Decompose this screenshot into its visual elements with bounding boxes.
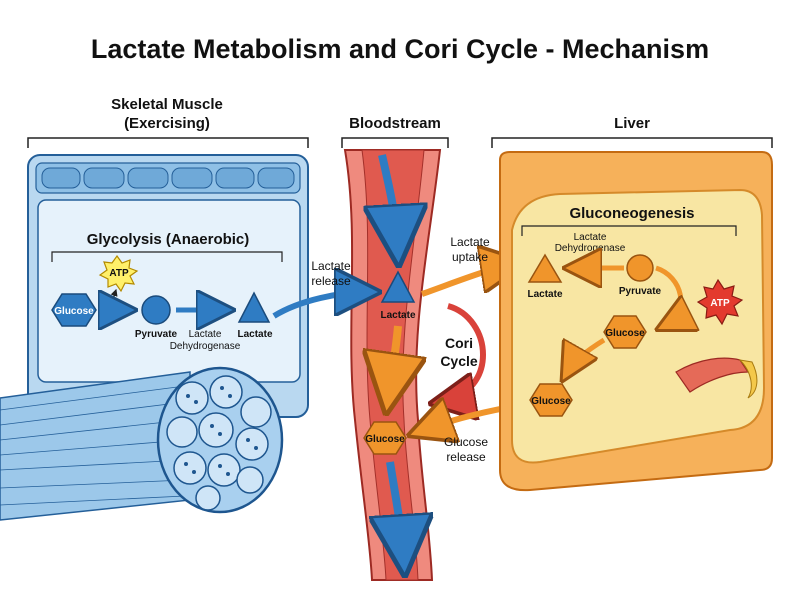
bloodstream-section-label: Bloodstream xyxy=(349,115,441,132)
lactate-triangle-muscle xyxy=(237,291,271,323)
lactate-release-arrow xyxy=(272,292,370,319)
muscle-panel xyxy=(27,154,309,418)
lactate-label-blood: Lactate xyxy=(380,310,415,321)
lactate-label-liver: Lactate xyxy=(527,289,562,300)
pyruvate-circle-muscle xyxy=(141,295,171,325)
cori-label-line1: Cori xyxy=(445,335,473,351)
glycolysis-label: Glycolysis (Anaerobic) xyxy=(87,231,250,248)
arrow-pyruvate-to-glucose-liver xyxy=(656,265,681,326)
cori-label-line2: Cycle xyxy=(440,353,478,369)
atp-label-muscle: ATP xyxy=(109,268,129,279)
lactate-triangle-liver xyxy=(527,253,563,283)
glucose-hexagon-muscle xyxy=(51,293,97,327)
glucose-label-muscle: Glucose xyxy=(54,306,94,317)
pyruvate-circle-liver xyxy=(626,254,654,282)
pyruvate-label-muscle: Pyruvate xyxy=(135,329,178,340)
muscle-section-label-line1: Skeletal Muscle xyxy=(111,96,223,113)
blood-flow-arrow-bottom xyxy=(390,461,404,562)
glucose-hexagon-liver-out xyxy=(529,383,573,417)
lactate-release-label-line1: Lactate xyxy=(311,259,351,273)
lactate-triangle-blood xyxy=(380,270,416,303)
glycolysis-bracket xyxy=(51,251,283,262)
glucose-label-blood: Glucose xyxy=(365,434,405,445)
glucose-label-liver-out: Glucose xyxy=(531,396,571,407)
muscle-section-label-line2: (Exercising) xyxy=(124,115,210,132)
glucose-hexagon-liver-mid xyxy=(603,315,647,349)
ldh-label-liver-line2: Dehydrogenase xyxy=(555,243,626,254)
gluconeogenesis-bracket xyxy=(521,225,737,236)
liver-bracket xyxy=(491,137,773,148)
atp-starburst-liver xyxy=(696,278,744,326)
ldh-label-muscle-line2: Dehydrogenase xyxy=(170,341,241,352)
cori-cycle-arrow xyxy=(440,303,486,402)
liver-section-label: Liver xyxy=(614,115,650,132)
lactate-uptake-label-line2: uptake xyxy=(452,250,488,264)
glucose-release-label-line2: release xyxy=(446,450,486,464)
lactate-label-muscle: Lactate xyxy=(237,329,272,340)
page-title: Lactate Metabolism and Cori Cycle - Mech… xyxy=(91,34,709,64)
gluconeogenesis-label: Gluconeogenesis xyxy=(569,205,694,222)
lactate-uptake-label-line1: Lactate xyxy=(450,235,490,249)
atp-label-liver: ATP xyxy=(710,298,730,309)
glucose-label-liver-mid: Glucose xyxy=(605,328,645,339)
blood-flow-arrow-middle xyxy=(388,325,398,400)
muscle-fiber-bundle xyxy=(0,366,284,521)
ldh-label-liver-line1: Lactate xyxy=(574,232,607,243)
lactate-release-label-line2: release xyxy=(311,274,351,288)
glucose-release-label-line1: Glucose xyxy=(444,435,488,449)
bloodstream-bracket xyxy=(341,137,449,148)
arrow-glucose-to-output-liver xyxy=(566,337,606,374)
ldh-label-muscle-line1: Lactate xyxy=(189,329,222,340)
pyruvate-label-liver: Pyruvate xyxy=(619,286,662,297)
muscle-bracket xyxy=(27,137,309,148)
blood-flow-arrow-top xyxy=(382,154,398,252)
